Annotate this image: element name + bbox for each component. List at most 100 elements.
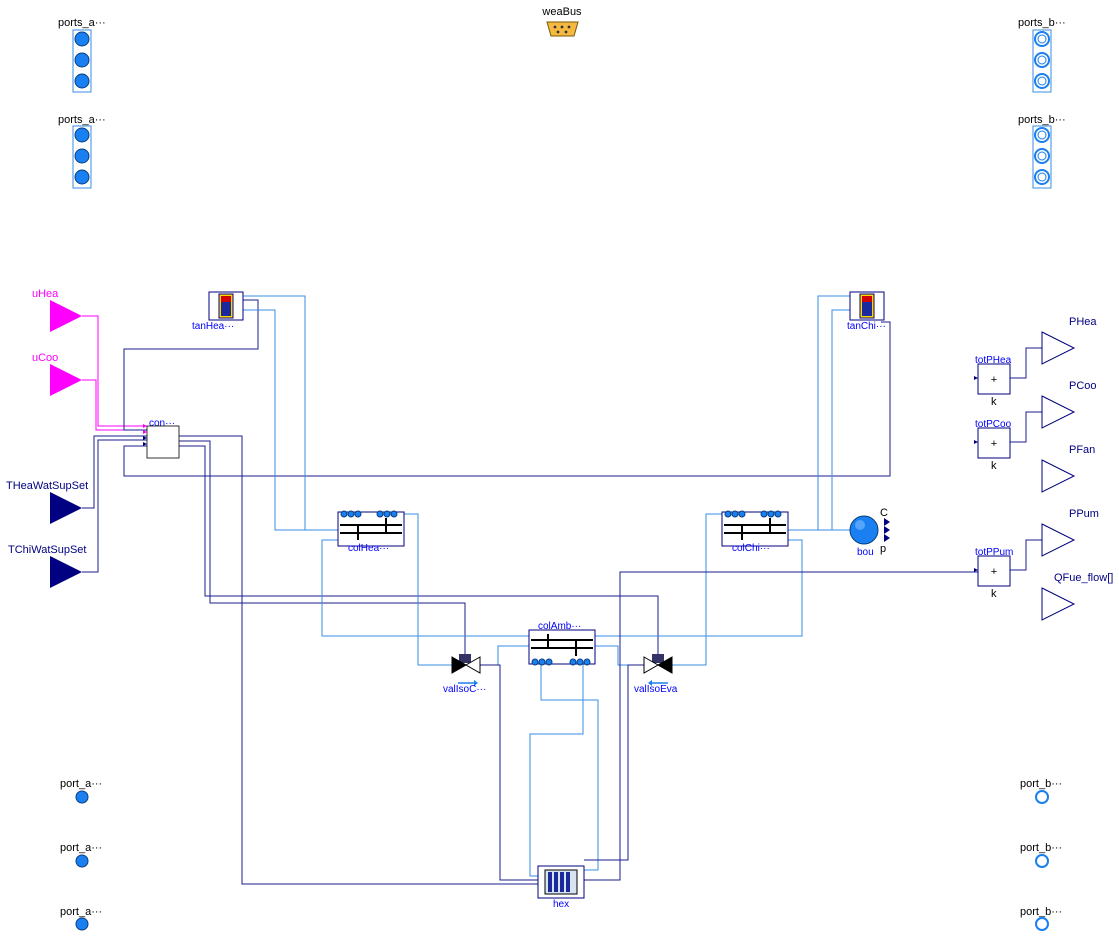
ports-a-top[interactable]: ports_a··· <box>58 17 106 93</box>
sum-symbol: + <box>991 374 997 386</box>
heat-exchanger-hex-label: hex <box>553 899 569 910</box>
port-a-3[interactable]: port_a··· <box>60 906 102 931</box>
port-circle-icon <box>74 127 90 143</box>
wire-colhea-valcon <box>403 513 452 666</box>
ports-b-top[interactable]: ports_b··· <box>1018 17 1066 93</box>
sum-totppum[interactable]: totPPum + k <box>974 547 1013 600</box>
port-circle-icon <box>75 790 89 804</box>
wire-valcon-colamb <box>480 645 530 666</box>
port-circle-icon <box>75 854 89 868</box>
ports-a-mid[interactable]: ports_a··· <box>58 114 106 189</box>
input-triangle-icon <box>50 556 82 588</box>
port-circle-icon <box>75 917 89 931</box>
output-qfue-flow[interactable]: QFue_flow[] <box>1041 572 1113 621</box>
input-triangle-icon <box>50 300 82 332</box>
valve-valisoeva[interactable]: valIsoEva <box>634 654 678 695</box>
wire-valeva-colchi <box>670 513 722 666</box>
valve-valisoeva-label: valIsoEva <box>634 684 678 695</box>
port-ring-icon <box>1035 917 1049 931</box>
output-pfan[interactable]: PFan <box>1041 444 1095 493</box>
port-circle-icon <box>74 31 90 47</box>
sum-symbol: + <box>991 438 997 450</box>
wire-tanhea-colhea-2 <box>243 309 338 531</box>
controller-con-label: con··· <box>149 418 175 429</box>
input-tchiwatsupset[interactable]: TChiWatSupSet <box>8 544 86 588</box>
port-a-3-label: port_a··· <box>60 906 102 918</box>
port-b-3[interactable]: port_b··· <box>1020 906 1062 931</box>
collector-colchi-label: colChi··· <box>732 543 770 554</box>
input-uhea-label: uHea <box>32 288 59 300</box>
wire-ucoo-con <box>82 379 147 431</box>
tank-tanchi[interactable]: tanChi··· <box>847 291 886 332</box>
valve-actuator-icon <box>459 654 471 663</box>
collector-colamb[interactable]: colAmb··· <box>528 621 596 666</box>
input-uhea[interactable]: uHea <box>32 288 82 332</box>
wire-totphea-phea <box>1010 347 1042 379</box>
port-ring-icon <box>1035 854 1049 868</box>
controller-con[interactable]: con··· <box>143 418 180 459</box>
collector-colhea[interactable]: colHea··· <box>337 510 405 554</box>
weabus-label: weaBus <box>541 6 582 18</box>
output-pcoo-label: PCoo <box>1069 380 1097 392</box>
port-b-3-label: port_b··· <box>1020 906 1062 918</box>
boundary-bou-label: bou <box>857 547 874 558</box>
valve-valisocon[interactable]: valIsoC··· <box>443 654 486 695</box>
wire-con-tanhea <box>123 299 259 431</box>
collector-colamb-label: colAmb··· <box>538 621 581 632</box>
sum-totphea[interactable]: totPHea + k <box>974 355 1012 408</box>
output-pfan-label: PFan <box>1069 444 1095 456</box>
wire-con-tanchi <box>123 321 891 477</box>
wire-tchiset-con <box>82 439 147 573</box>
wire-totppum-ppum <box>1010 539 1042 571</box>
port-ring-icon <box>1035 790 1049 804</box>
output-triangle-icon <box>1041 523 1076 557</box>
boundary-p-label: p <box>880 543 886 555</box>
wire-hex-valcon <box>480 664 538 881</box>
port-b-2-label: port_b··· <box>1020 842 1062 854</box>
input-ucoo[interactable]: uCoo <box>32 352 82 396</box>
wire-con-hex <box>179 435 538 885</box>
wire-colamb-colchi <box>595 539 803 637</box>
input-ucoo-label: uCoo <box>32 352 58 364</box>
sum-symbol: + <box>991 566 997 578</box>
sum-totpcoo[interactable]: totPCoo + k <box>974 419 1012 472</box>
output-phea[interactable]: PHea <box>1041 316 1097 365</box>
output-triangle-icon <box>1041 459 1076 493</box>
output-phea-label: PHea <box>1069 316 1097 328</box>
output-ppum-label: PPum <box>1069 508 1099 520</box>
output-ppum[interactable]: PPum <box>1041 508 1099 557</box>
sum-totphea-label: totPHea <box>975 355 1012 366</box>
valve-actuator-icon <box>652 654 664 663</box>
boundary-bou[interactable]: bou C p <box>849 507 890 558</box>
output-pcoo[interactable]: PCoo <box>1041 380 1097 429</box>
weabus[interactable]: weaBus <box>541 6 582 37</box>
input-tchiwatsupset-label: TChiWatSupSet <box>8 544 86 556</box>
wire-tanchi-colchi-1 <box>786 295 850 531</box>
input-theawatsupset-label: THeaWatSupSet <box>6 480 88 492</box>
output-triangle-icon <box>1041 331 1076 365</box>
ports-b-mid[interactable]: ports_b··· <box>1018 114 1066 189</box>
collector-colchi[interactable]: colChi··· <box>721 510 789 554</box>
weabus-connector-icon <box>546 21 579 37</box>
wire-colhea-colamb <box>321 539 530 637</box>
port-circle-icon <box>74 148 90 164</box>
port-b-1-label: port_b··· <box>1020 778 1062 790</box>
tank-tanhea-label: tanHea··· <box>192 321 234 332</box>
input-theawatsupset[interactable]: THeaWatSupSet <box>6 480 88 524</box>
wire-theaset-con <box>82 435 147 509</box>
sum-k-label: k <box>991 460 997 472</box>
port-b-2[interactable]: port_b··· <box>1020 842 1062 868</box>
input-triangle-icon <box>50 492 82 524</box>
wire-hex-valeva-2 <box>584 664 644 861</box>
ports-b-top-label: ports_b··· <box>1018 17 1066 29</box>
wire-con-valeva <box>179 445 659 660</box>
heat-exchanger-hex[interactable]: hex <box>537 865 585 910</box>
wire-hex-valeva <box>584 571 980 881</box>
tank-tanchi-label: tanChi··· <box>847 321 886 332</box>
tank-tanhea[interactable]: tanHea··· <box>192 291 244 332</box>
port-circle-icon <box>74 73 90 89</box>
port-a-2[interactable]: port_a··· <box>60 842 102 868</box>
port-b-1[interactable]: port_b··· <box>1020 778 1062 804</box>
port-a-1[interactable]: port_a··· <box>60 778 102 804</box>
